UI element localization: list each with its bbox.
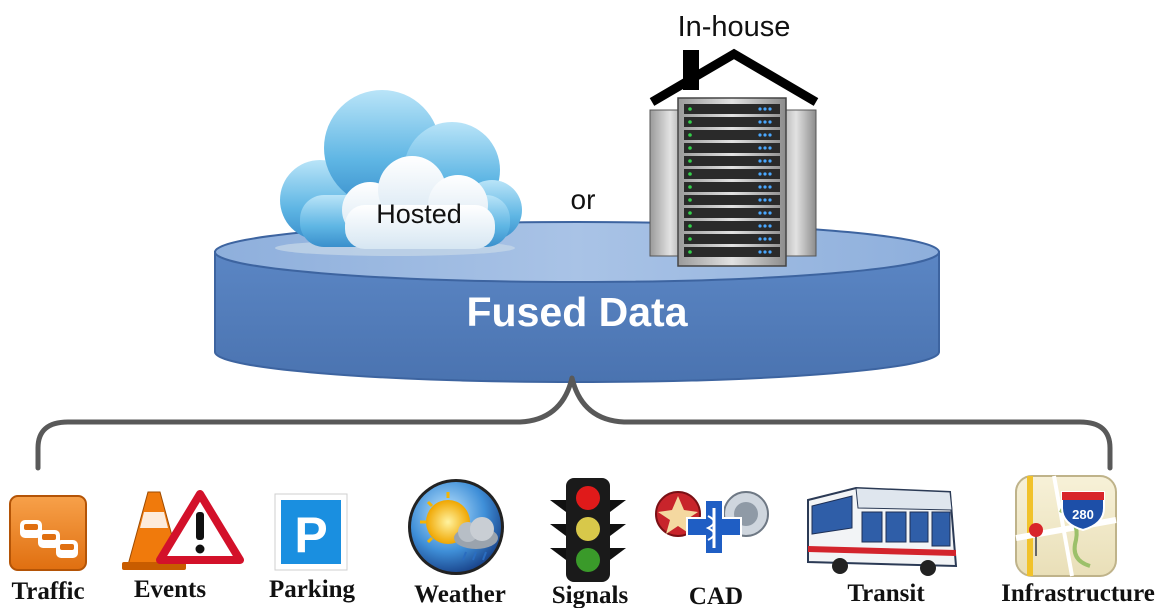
- server-led: [763, 159, 767, 163]
- parking-sign-icon: P: [274, 493, 348, 571]
- server-unit: [684, 208, 780, 218]
- in-house-label: In-house: [678, 11, 791, 43]
- route-shield-number: 280: [1072, 507, 1094, 522]
- or-label: or: [571, 184, 596, 215]
- weather-globe-icon: [408, 479, 504, 575]
- server-led: [688, 224, 692, 228]
- server-led: [758, 211, 762, 215]
- traffic-light-icon: [550, 478, 626, 582]
- hosted-label: Hosted: [376, 199, 462, 229]
- server-led: [768, 159, 772, 163]
- server-led: [763, 224, 767, 228]
- hosted-cloud-icon: Hosted: [275, 90, 522, 256]
- fused-data-label: Fused Data: [467, 289, 689, 335]
- server-led: [763, 237, 767, 241]
- server-led: [763, 120, 767, 124]
- source-label-weather: Weather: [414, 581, 506, 608]
- server-led: [758, 120, 762, 124]
- server-unit: [684, 156, 780, 166]
- server-led: [768, 107, 772, 111]
- server-led: [688, 211, 692, 215]
- map-route-280-icon: 280: [1015, 475, 1117, 577]
- source-label-traffic: Traffic: [11, 578, 84, 605]
- server-led: [758, 237, 762, 241]
- server-led: [763, 198, 767, 202]
- server-led: [768, 120, 772, 124]
- server-led: [688, 133, 692, 137]
- server-led: [768, 172, 772, 176]
- server-led: [758, 198, 762, 202]
- server-led: [768, 198, 772, 202]
- traffic-sign-icon: [9, 495, 87, 571]
- server-led: [758, 224, 762, 228]
- server-led: [758, 133, 762, 137]
- server-led: [768, 224, 772, 228]
- server-unit: [684, 169, 780, 179]
- event-cone-warning-icon: [122, 490, 244, 570]
- server-led: [758, 250, 762, 254]
- server-led: [758, 107, 762, 111]
- source-label-events: Events: [134, 576, 207, 603]
- server-led: [763, 172, 767, 176]
- source-label-parking: Parking: [269, 576, 356, 603]
- server-led: [688, 185, 692, 189]
- server-led: [768, 250, 772, 254]
- server-unit: [684, 221, 780, 231]
- server-led: [768, 146, 772, 150]
- server-led: [688, 107, 692, 111]
- server-led: [758, 159, 762, 163]
- source-label-cad: CAD: [689, 583, 743, 608]
- server-unit: [684, 234, 780, 244]
- emergency-badges-icon: [655, 491, 769, 555]
- server-led: [688, 120, 692, 124]
- server-unit: [684, 247, 780, 257]
- svg-text:P: P: [294, 507, 327, 563]
- server-led: [763, 133, 767, 137]
- server-unit: [684, 117, 780, 127]
- server-led: [688, 159, 692, 163]
- server-led: [688, 250, 692, 254]
- server-led: [758, 146, 762, 150]
- server-led: [688, 146, 692, 150]
- source-label-infrastructure: Infrastructure: [1001, 580, 1155, 607]
- server-unit: [684, 104, 780, 114]
- server-led: [763, 250, 767, 254]
- server-unit: [684, 143, 780, 153]
- bus-icon: [807, 486, 958, 576]
- server-led: [763, 107, 767, 111]
- server-led: [763, 185, 767, 189]
- server-led: [768, 185, 772, 189]
- server-unit: [684, 130, 780, 140]
- server-led: [688, 237, 692, 241]
- server-led: [763, 146, 767, 150]
- server-led: [688, 172, 692, 176]
- server-led: [763, 211, 767, 215]
- server-led: [768, 133, 772, 137]
- server-led: [758, 185, 762, 189]
- server-led: [758, 172, 762, 176]
- server-led: [768, 237, 772, 241]
- source-label-transit: Transit: [847, 580, 925, 607]
- server-led: [768, 211, 772, 215]
- in-house-server-icon: [649, 48, 819, 267]
- source-label-signals: Signals: [552, 582, 629, 608]
- server-unit: [684, 182, 780, 192]
- source-brace: [35, 375, 1113, 471]
- server-led: [688, 198, 692, 202]
- server-unit: [684, 195, 780, 205]
